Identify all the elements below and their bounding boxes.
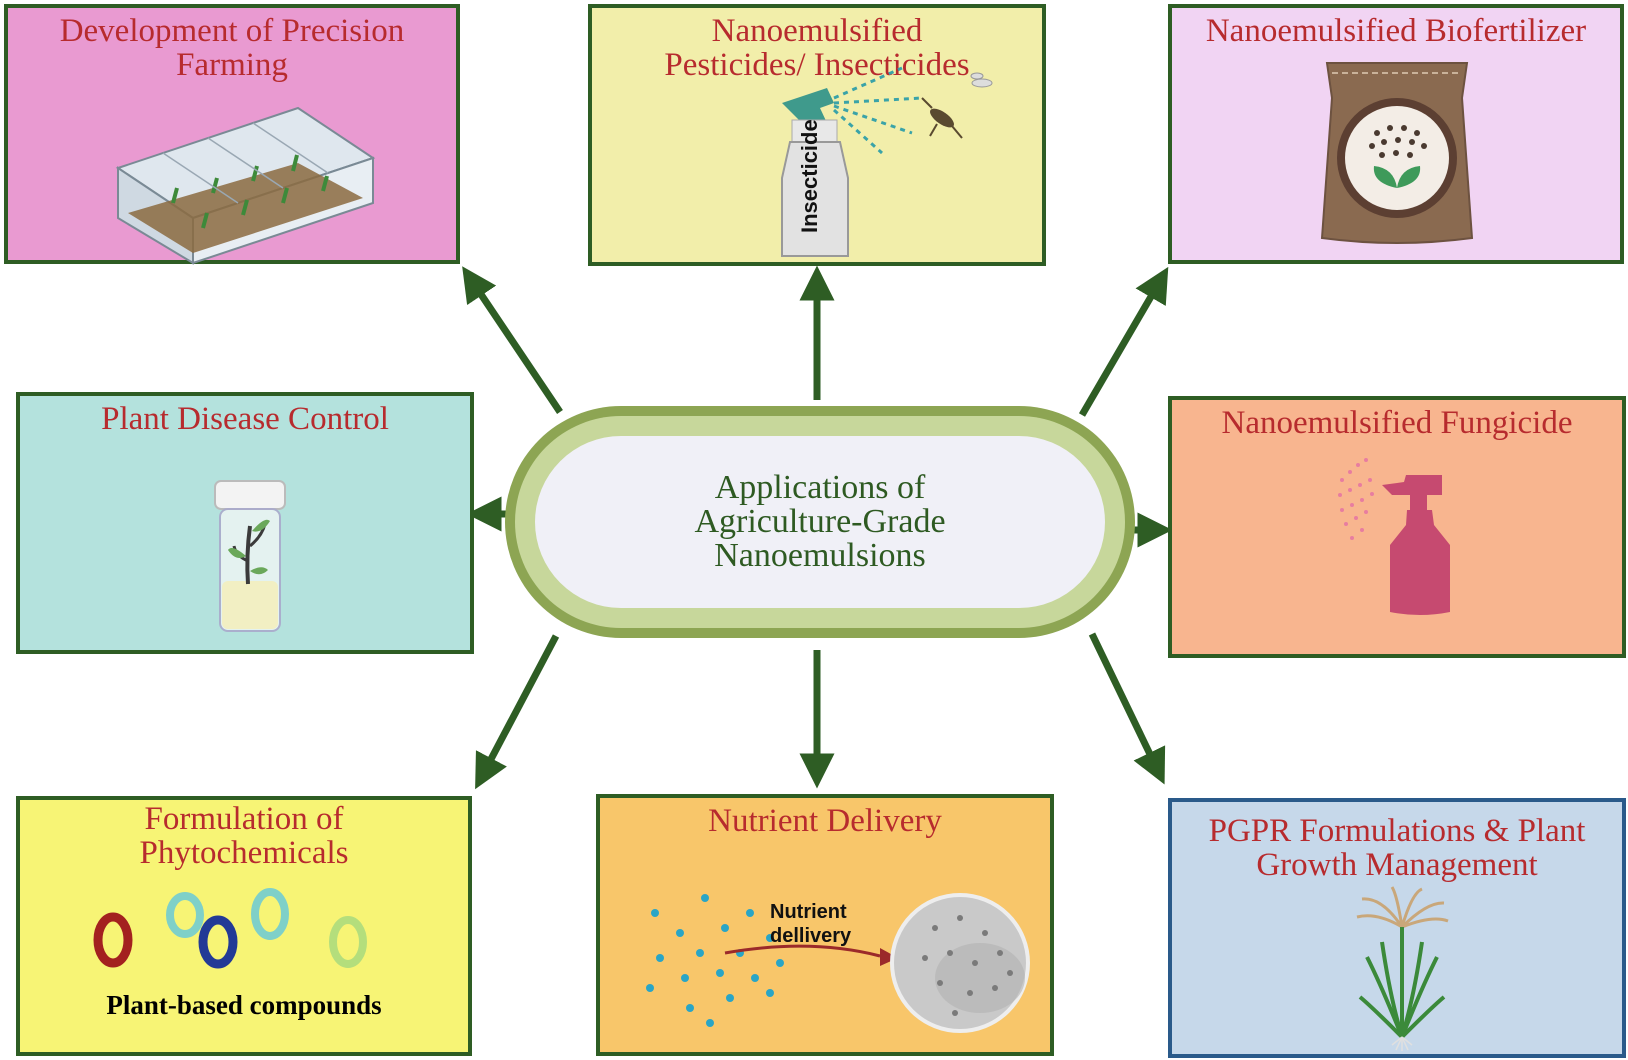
disease-control-title: Plant Disease Control xyxy=(101,401,389,437)
arrow-to-pgpr xyxy=(1088,632,1166,785)
center-title: Applications of Agriculture-Grade Nanoem… xyxy=(694,469,946,574)
phytochemicals-title: Formulation of Phytochemicals xyxy=(139,801,349,871)
arrow-to-precision-farming xyxy=(462,266,563,414)
pgpr-title: PGPR Formulations & Plant Growth Managem… xyxy=(1208,813,1586,883)
box-precision-farming: Development of Precision Farming xyxy=(4,4,460,265)
arrow-to-phytochemicals xyxy=(475,634,560,790)
box-fungicide: Nanoemulsified Fungicide xyxy=(1168,396,1626,658)
arrow-label-line1: Nutrient xyxy=(770,901,847,923)
svg-text:Nutrient dellivery: Nutrient dellivery xyxy=(770,901,852,947)
box-pgpr: PGPR Formulations & Plant Growth Managem… xyxy=(1168,798,1626,1058)
phytochemicals-caption: Plant-based compounds xyxy=(106,990,382,1020)
fertilizer-bag-icon xyxy=(1320,62,1474,244)
pesticides-title: Nanoemulsified Pesticides/ Insecticides xyxy=(664,13,970,83)
biofertilizer-title: Nanoemulsified Biofertilizer xyxy=(1205,13,1587,49)
box-phytochemicals: Formulation of Phytochemicals Plant-base… xyxy=(16,796,472,1056)
insecticide-spray-icon: Insecticide xyxy=(781,66,993,257)
nutrient-delivery-illustration: Nutrient dellivery xyxy=(646,893,1030,1033)
box-pesticides: Nanoemulsified Pesticides/ Insecticides … xyxy=(588,4,1046,266)
spray-bottle-icon xyxy=(1338,458,1450,615)
arrow-label-line2: dellivery xyxy=(770,925,852,947)
rice-plant-icon xyxy=(1356,886,1449,1051)
test-tube-plant-icon xyxy=(214,480,286,632)
greenhouse-icon xyxy=(115,106,376,265)
box-biofertilizer: Nanoemulsified Biofertilizer xyxy=(1168,4,1624,264)
nutrient-delivery-title: Nutrient Delivery xyxy=(708,803,942,839)
compound-rings-icon xyxy=(93,888,367,969)
box-nutrient-delivery: Nutrient Delivery Nutrient dellivery xyxy=(596,794,1054,1056)
center-node: Applications of Agriculture-Grade Nanoem… xyxy=(505,406,1135,638)
box-disease-control: Plant Disease Control xyxy=(16,392,474,654)
precision-farming-title: Development of Precision Farming xyxy=(59,13,405,83)
insecticide-bottle-label: Insecticide xyxy=(797,119,822,233)
arrow-to-biofertilizer xyxy=(1078,266,1169,417)
fungicide-title: Nanoemulsified Fungicide xyxy=(1221,405,1573,441)
